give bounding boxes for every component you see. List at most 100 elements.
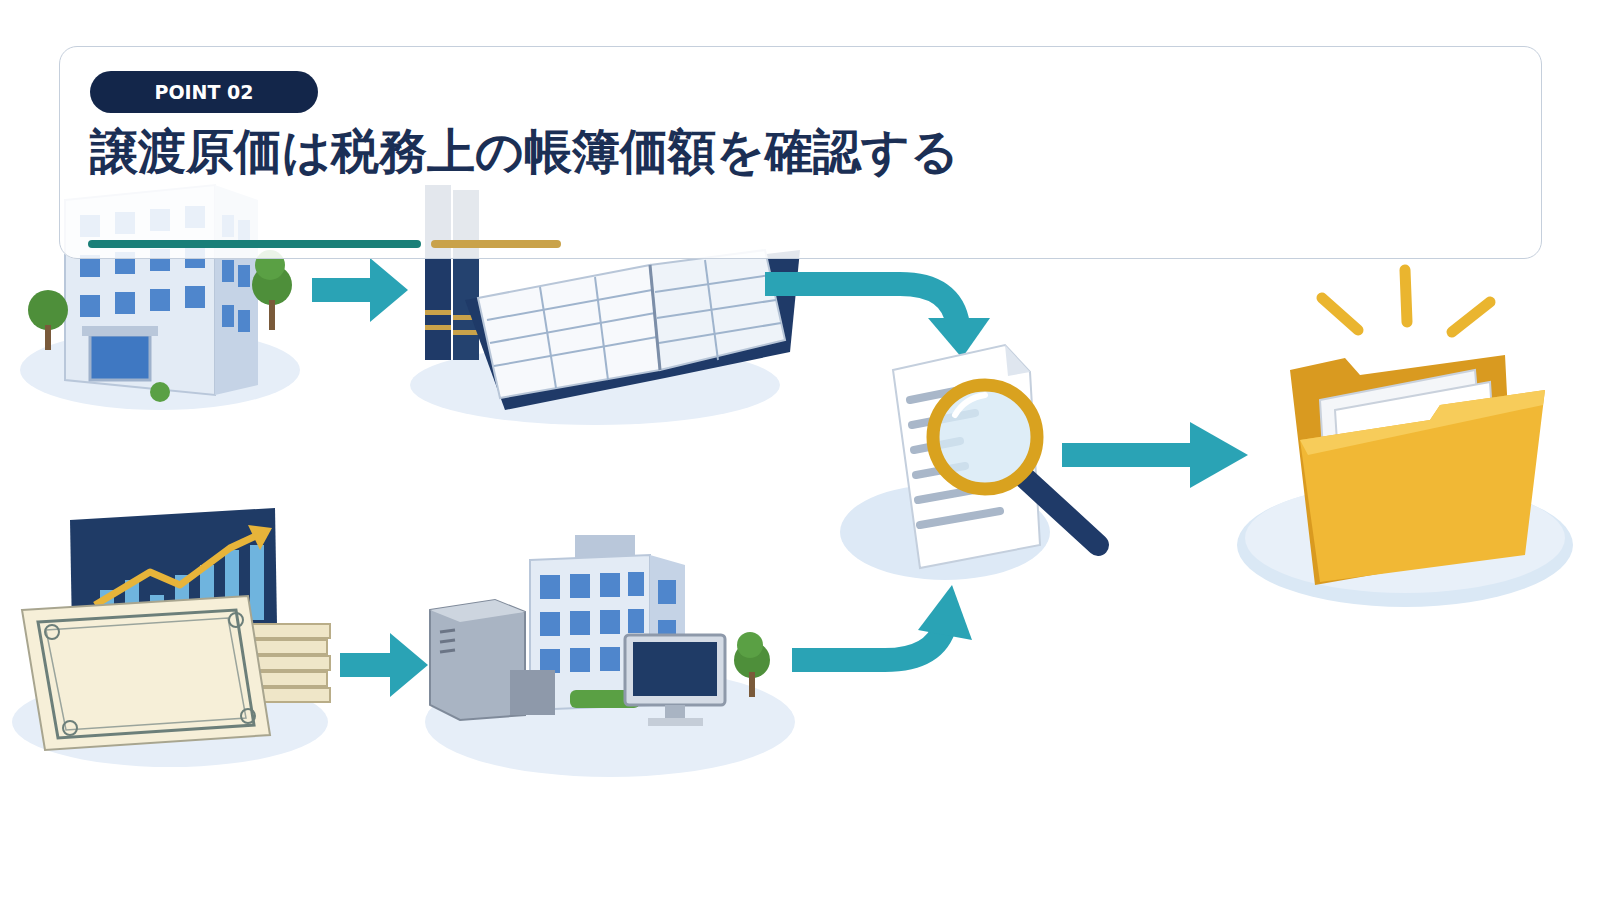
header-panel-ground bbox=[431, 240, 561, 248]
office-building bbox=[150, 382, 170, 402]
fixed-assets bbox=[648, 718, 703, 726]
shares-certificate bbox=[45, 625, 59, 639]
fixed-assets bbox=[737, 632, 763, 658]
shares-certificate bbox=[22, 596, 270, 750]
badge-label: POINT 02 bbox=[90, 71, 318, 113]
shares-certificate bbox=[12, 508, 330, 767]
fixed-assets bbox=[440, 630, 455, 652]
document-magnifier bbox=[955, 395, 985, 415]
fixed-assets bbox=[633, 642, 717, 696]
shares-certificate bbox=[46, 618, 246, 730]
shares-certificate bbox=[95, 535, 258, 605]
flow-arrow bbox=[1190, 422, 1248, 488]
ledger-books bbox=[540, 287, 556, 388]
flow-arrow bbox=[312, 278, 375, 302]
flow-arrow bbox=[792, 585, 972, 660]
fixed-assets bbox=[600, 573, 620, 597]
flow-arrow bbox=[1062, 443, 1195, 467]
flow-arrow bbox=[1062, 422, 1248, 488]
fixed-assets bbox=[540, 575, 560, 599]
header-panel-ground bbox=[59, 46, 1542, 259]
ledger-books bbox=[465, 250, 800, 410]
point-badge: POINT 02 bbox=[90, 71, 318, 113]
ledger-books bbox=[650, 250, 785, 370]
fixed-assets bbox=[430, 600, 525, 622]
ledger-books bbox=[425, 325, 451, 330]
folder-icon bbox=[1322, 270, 1490, 332]
document-magnifier bbox=[840, 345, 1098, 580]
fixed-assets bbox=[628, 609, 644, 633]
folder-icon bbox=[1237, 270, 1573, 607]
ledger-books bbox=[478, 265, 660, 398]
fixed-assets bbox=[625, 635, 725, 705]
office-building bbox=[222, 305, 234, 327]
ledger-books bbox=[487, 290, 652, 320]
shares-certificate bbox=[63, 721, 77, 735]
document-magnifier bbox=[893, 345, 1040, 568]
ledger-books bbox=[659, 323, 781, 343]
fixed-assets bbox=[628, 572, 644, 596]
flow-arrow bbox=[312, 258, 408, 322]
fixed-assets bbox=[440, 630, 455, 632]
folder-icon bbox=[1322, 298, 1358, 330]
fixed-assets bbox=[600, 647, 620, 671]
ledger-books bbox=[425, 310, 451, 315]
flow-arrow bbox=[340, 653, 395, 677]
ledger-books bbox=[650, 265, 660, 370]
office-building bbox=[238, 310, 250, 332]
fixed-assets bbox=[600, 610, 620, 634]
flow-arrow bbox=[340, 633, 428, 697]
fixed-assets bbox=[440, 650, 455, 652]
flow-arrow bbox=[765, 284, 990, 358]
fixed-assets bbox=[570, 648, 590, 672]
shares-certificate bbox=[245, 624, 330, 638]
shares-certificate bbox=[250, 545, 264, 620]
ledger-books bbox=[655, 275, 770, 292]
office-building bbox=[185, 286, 205, 308]
header-panel-ground bbox=[88, 240, 421, 248]
office-building bbox=[150, 289, 170, 311]
shares-certificate bbox=[241, 709, 255, 723]
ledger-books bbox=[453, 330, 479, 335]
office-building bbox=[28, 290, 68, 330]
office-building bbox=[269, 300, 275, 330]
flow-arrow bbox=[918, 585, 972, 640]
shares-certificate bbox=[38, 610, 254, 738]
fixed-assets bbox=[570, 574, 590, 598]
fixed-assets bbox=[540, 649, 560, 673]
fixed-assets bbox=[540, 612, 560, 636]
ledger-books bbox=[494, 337, 657, 366]
flow-arrow bbox=[370, 258, 408, 322]
ledger-books bbox=[487, 260, 781, 388]
folder-icon bbox=[1452, 302, 1490, 332]
office-building bbox=[115, 292, 135, 314]
ledger-books bbox=[657, 300, 776, 318]
office-building bbox=[222, 260, 234, 282]
document-magnifier bbox=[1005, 345, 1030, 376]
flow-arrow bbox=[390, 633, 428, 697]
header-panel: 譲渡原価は税務上の帳簿価額を確認する POINT 02 bbox=[59, 46, 1542, 259]
ledger-books bbox=[490, 313, 655, 343]
ledger-books bbox=[595, 277, 608, 380]
office-building bbox=[80, 295, 100, 317]
fixed-assets bbox=[570, 611, 590, 635]
header-panel-ground bbox=[59, 46, 1542, 259]
shares-certificate bbox=[248, 525, 272, 550]
fixed-assets bbox=[665, 705, 685, 720]
document-magnifier bbox=[920, 511, 1000, 525]
fixed-assets bbox=[440, 640, 455, 642]
office-building bbox=[45, 325, 51, 350]
folder-icon bbox=[1405, 270, 1407, 322]
document-magnifier bbox=[933, 385, 1037, 489]
fixed-assets bbox=[658, 580, 676, 604]
fixed-assets bbox=[749, 672, 755, 697]
office-building bbox=[82, 326, 158, 336]
office-building bbox=[90, 335, 150, 380]
heading-text: 譲渡原価は税務上の帳簿価額を確認する bbox=[90, 123, 959, 181]
fixed-assets bbox=[510, 670, 555, 715]
ledger-books bbox=[705, 260, 718, 360]
fixed-assets bbox=[425, 535, 795, 777]
folder-icon bbox=[1300, 390, 1545, 455]
shares-certificate bbox=[229, 613, 243, 627]
